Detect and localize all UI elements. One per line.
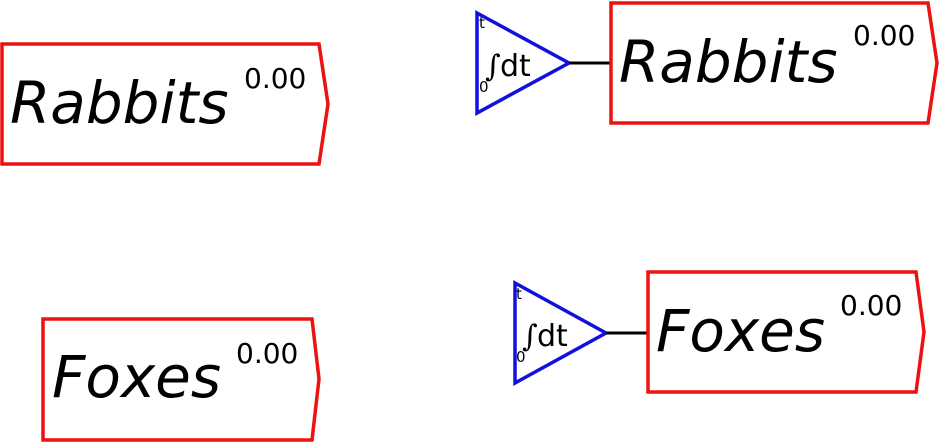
foxes-integrator-triangle [513, 280, 610, 386]
foxes-integrator[interactable]: t 0 ∫ dt [513, 280, 610, 386]
rabbits-integrator-expression: dt [500, 49, 531, 84]
rabbits-integrator-triangle [475, 10, 573, 116]
foxes-integral-variable-block[interactable]: Foxes 0.00 [646, 270, 926, 394]
rabbits-integral-variable-name: Rabbits [619, 28, 838, 96]
rabbits-variable-border [0, 42, 330, 166]
rabbits-variable-block[interactable]: Rabbits 0.00 [0, 42, 330, 166]
rabbits-variable-name: Rabbits [10, 69, 229, 137]
foxes-integrator-lower-limit: 0 [516, 348, 526, 366]
rabbits-integral-variable-block[interactable]: Rabbits 0.00 [609, 1, 939, 125]
foxes-integral-variable-border [646, 270, 926, 394]
foxes-integrator-expression: dt [537, 319, 568, 354]
foxes-integral-variable-name: Foxes [656, 297, 825, 365]
integral-sign-icon: ∫ [485, 49, 501, 84]
foxes-variable-value: 0.00 [236, 337, 298, 370]
foxes-integral-variable-value: 0.00 [840, 289, 902, 322]
rabbits-integrator[interactable]: t 0 ∫ dt [475, 10, 573, 116]
foxes-variable-name: Foxes [52, 343, 221, 411]
rabbits-integral-variable-value: 0.00 [853, 19, 915, 52]
foxes-variable-block[interactable]: Foxes 0.00 [41, 317, 321, 442]
rabbits-integrator-upper-limit: t [479, 14, 485, 32]
rabbits-integrator-lower-limit: 0 [479, 78, 489, 96]
foxes-integrator-upper-limit: t [516, 285, 522, 303]
rabbits-integral-variable-border [609, 1, 939, 125]
foxes-variable-border [41, 317, 321, 442]
rabbits-variable-value: 0.00 [244, 62, 306, 95]
integral-sign-icon: ∫ [522, 319, 538, 354]
